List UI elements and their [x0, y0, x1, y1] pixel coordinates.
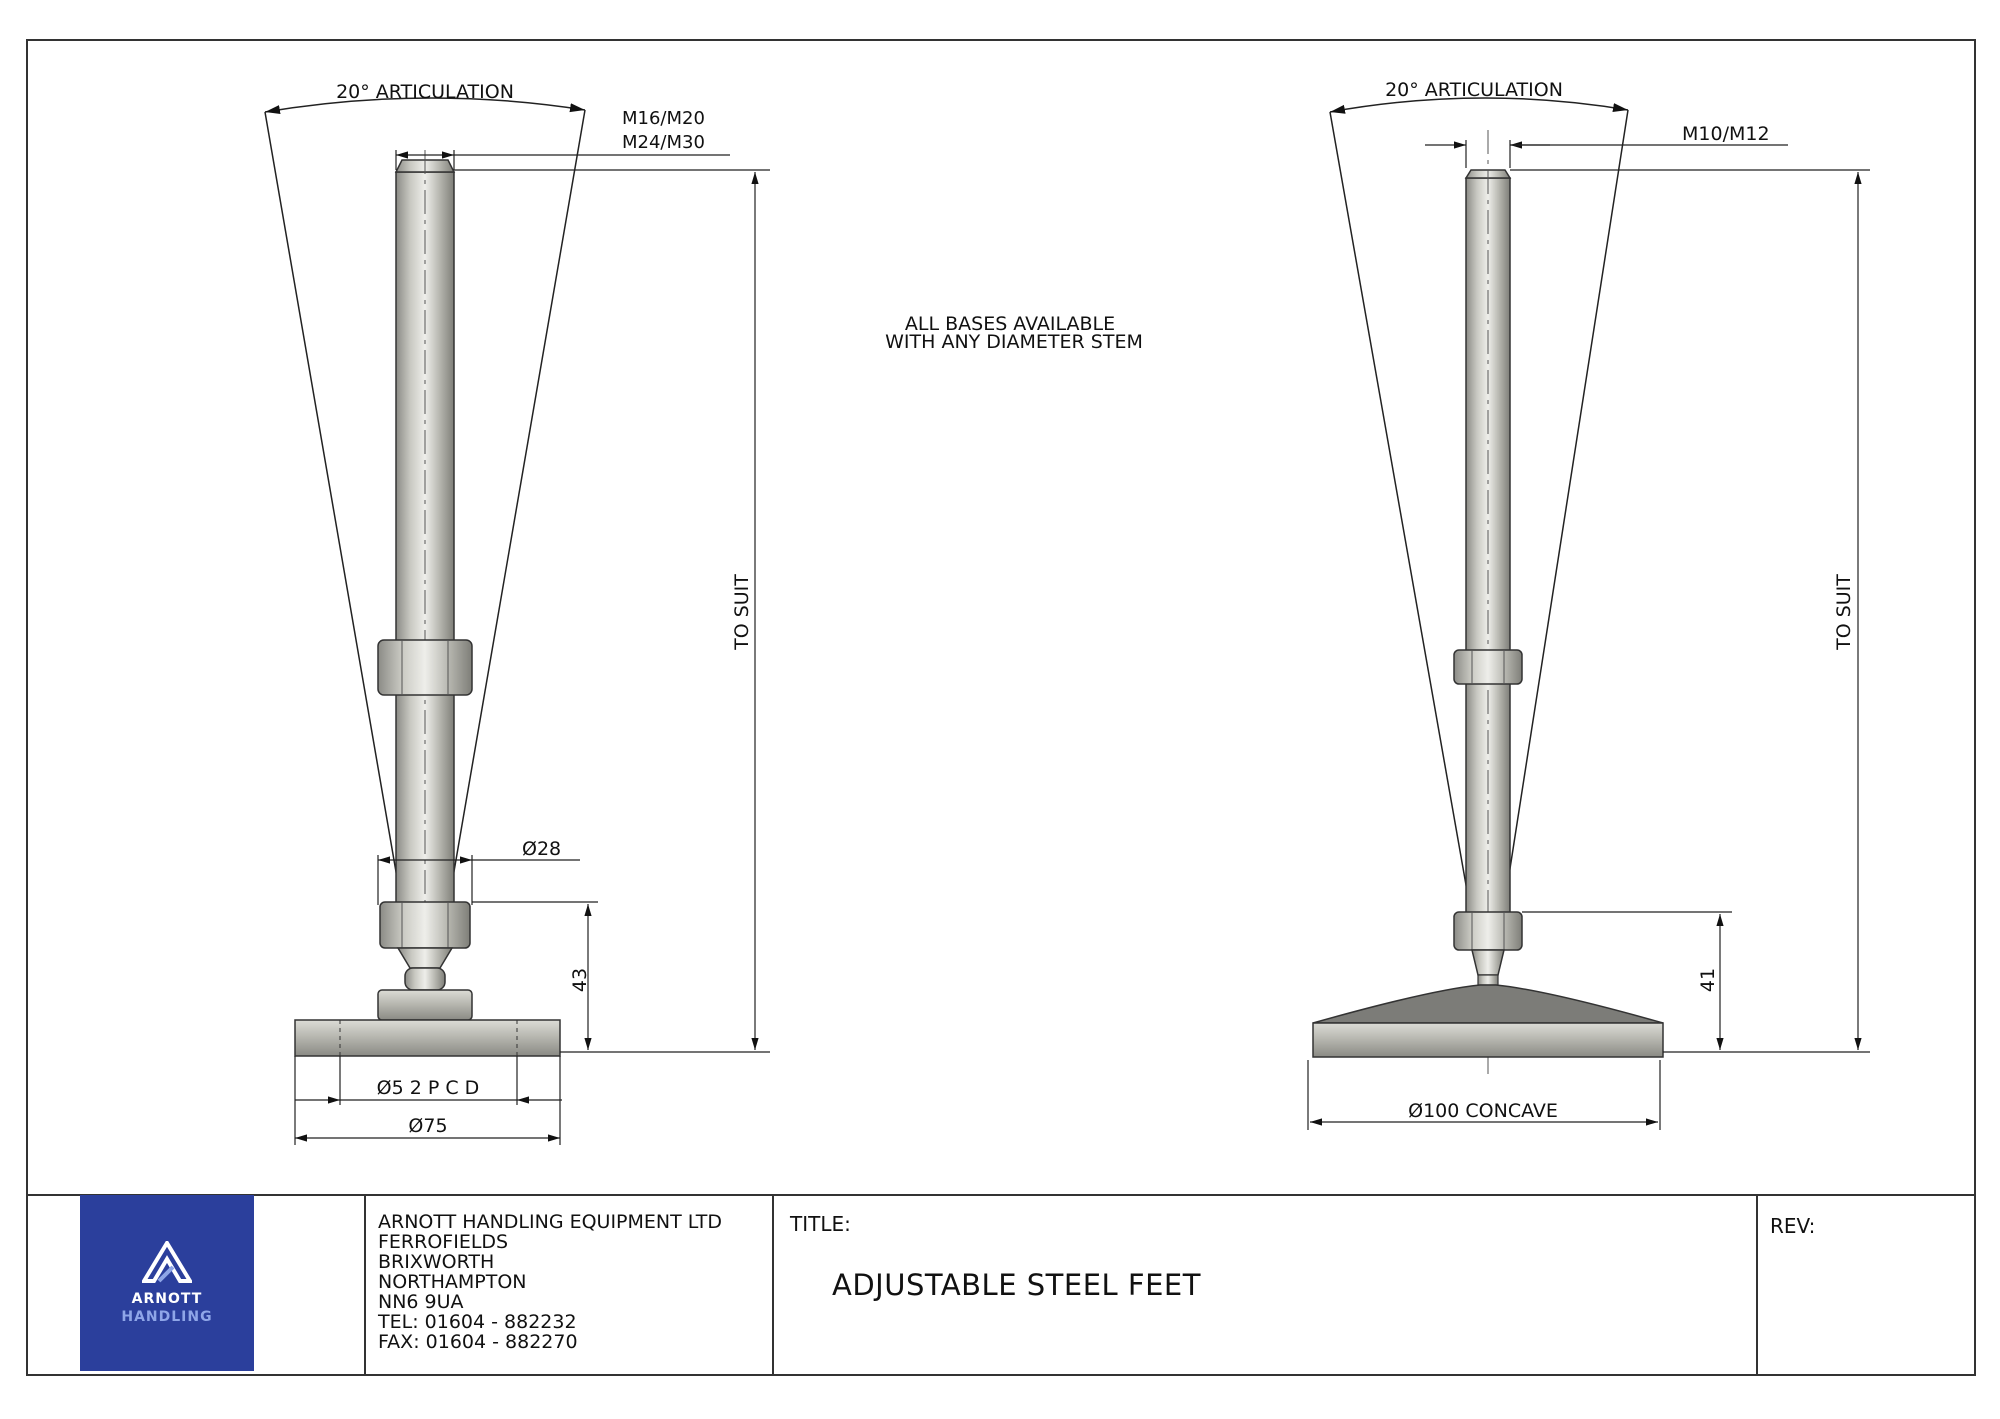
ball-joint — [396, 947, 454, 969]
address-line: NORTHAMPTON — [378, 1271, 527, 1293]
company-address: ARNOTT HANDLING EQUIPMENT LTD FERROFIELD… — [378, 1212, 722, 1352]
base-collar — [377, 989, 473, 1021]
thread-label: M24/M30 — [622, 132, 705, 153]
address-line: TEL: 01604 - 882232 — [378, 1311, 577, 1333]
nut-dia-label: Ø28 — [522, 838, 561, 860]
articulation-line — [1329, 111, 1489, 1011]
thread-label: M10/M12 — [1682, 123, 1770, 145]
rev-label: REV: — [1770, 1214, 1816, 1238]
address-line: FERROFIELDS — [378, 1231, 509, 1253]
base-nut — [379, 901, 471, 949]
thread-label: M16/M20 — [622, 108, 705, 129]
arnott-a-icon — [142, 1241, 192, 1283]
base-height-label: 41 — [1697, 968, 1719, 992]
height-label: TO SUIT — [731, 574, 753, 651]
articulation-arc — [264, 97, 586, 114]
right-foot: 20° ARTICULATION M10/M12 TO SUIT — [1307, 79, 1870, 1130]
base-nut — [1453, 911, 1523, 951]
company-logo: ARNOTT HANDLING — [80, 1195, 254, 1371]
note-line: WITH ANY DIAMETER STEM — [885, 331, 1143, 353]
drawing-title: ADJUSTABLE STEEL FEET — [832, 1268, 1201, 1302]
address-line: NN6 9UA — [378, 1291, 464, 1313]
base-dia-label: Ø75 — [408, 1115, 447, 1137]
title-label: TITLE: — [790, 1212, 851, 1236]
articulation-label: 20° ARTICULATION — [336, 81, 514, 103]
base-plate — [1312, 1022, 1664, 1058]
address-line: ARNOTT HANDLING EQUIPMENT LTD — [378, 1211, 722, 1233]
pcd-label: Ø5 2 P C D — [377, 1077, 480, 1099]
concave-base-top — [1312, 984, 1664, 1024]
note-line: ALL BASES AVAILABLE — [905, 313, 1115, 335]
lock-nut — [377, 639, 473, 696]
height-label: TO SUIT — [1833, 574, 1855, 651]
base-dia-label: Ø100 CONCAVE — [1408, 1100, 1558, 1122]
articulation-line — [1487, 109, 1629, 1011]
lock-nut — [1453, 649, 1523, 685]
left-foot: 20° ARTICULATION M16/M20 M24/M30 — [264, 81, 770, 1145]
ball-joint — [1471, 949, 1505, 976]
articulation-label: 20° ARTICULATION — [1385, 79, 1563, 101]
base-plate — [294, 1019, 561, 1057]
logo-word: HANDLING — [121, 1309, 213, 1325]
base-height-label: 43 — [569, 968, 591, 992]
sheet-border — [26, 39, 1976, 1376]
logo-word: ARNOTT — [131, 1291, 203, 1307]
address-line: BRIXWORTH — [378, 1251, 495, 1273]
articulation-arc — [1329, 97, 1629, 114]
address-line: FAX: 01604 - 882270 — [378, 1331, 578, 1353]
